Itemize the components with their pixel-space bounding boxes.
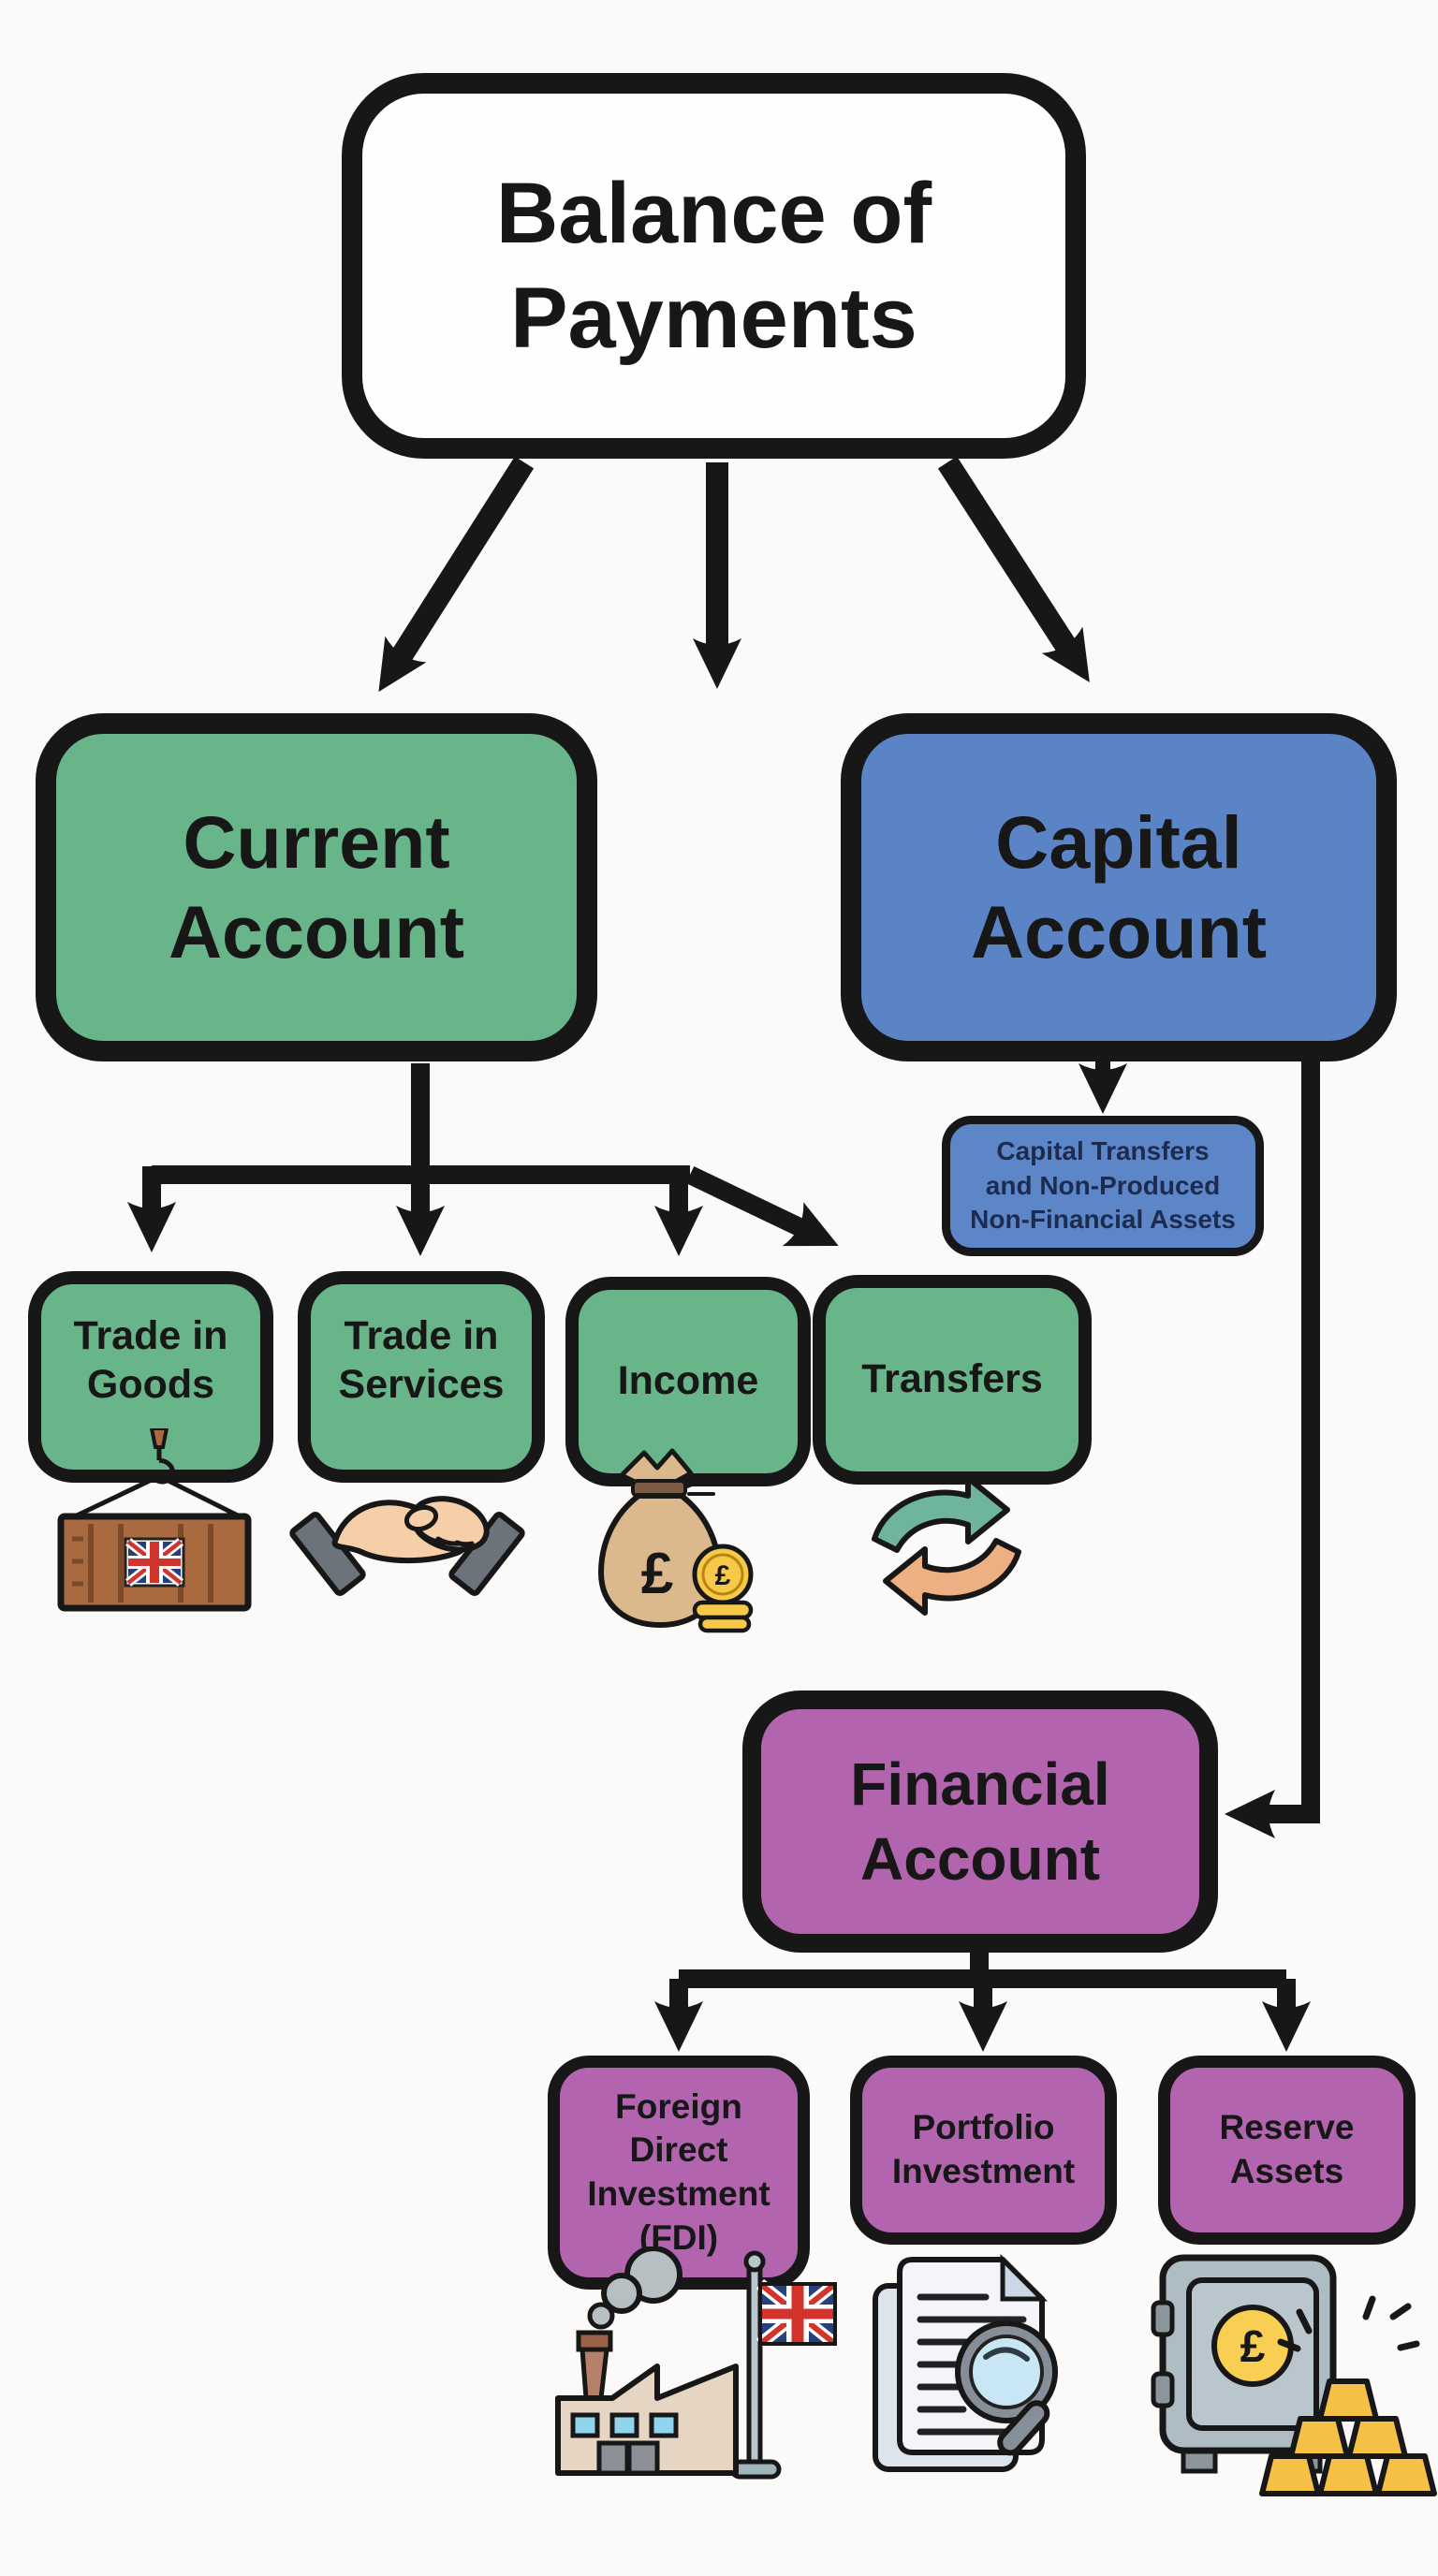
transfer-cycle-arrows-icon bbox=[872, 1475, 1021, 1616]
node-reserve-assets: Reserve Assets bbox=[1158, 2056, 1416, 2245]
connector-bop-to-current bbox=[378, 456, 535, 693]
trade-in-goods-label: Trade in Goods bbox=[73, 1313, 228, 1407]
factory-uk-flag-icon bbox=[555, 2247, 840, 2480]
node-foreign-direct-investment: Foreign Direct Investment (FDI) bbox=[548, 2056, 810, 2290]
node-trade-in-goods: Trade in Goods bbox=[28, 1271, 273, 1483]
handshake-icon bbox=[289, 1496, 525, 1596]
safe-gold-bars-icon: £ bbox=[1151, 2254, 1437, 2496]
svg-text:£: £ bbox=[641, 1542, 673, 1606]
portfolio-investment-label: Portfolio Investment bbox=[891, 2108, 1076, 2190]
node-transfers: Transfers bbox=[813, 1275, 1092, 1485]
gold-bars bbox=[1259, 2378, 1437, 2496]
capital-account-label: Capital Account bbox=[971, 799, 1267, 973]
node-financial-account: Financial Account bbox=[742, 1690, 1218, 1953]
node-capital-transfers: Capital Transfers and Non-Produced Non-F… bbox=[942, 1116, 1264, 1256]
reserve-assets-label: Reserve Assets bbox=[1219, 2108, 1355, 2190]
node-income: Income bbox=[565, 1277, 811, 1486]
svg-text:£: £ bbox=[715, 1560, 731, 1591]
node-capital-account: Capital Account bbox=[841, 713, 1397, 1061]
income-label: Income bbox=[617, 1358, 759, 1404]
balance-of-payments-label: Balance of Payments bbox=[495, 165, 932, 366]
capital-transfers-label: Capital Transfers and Non-Produced Non-F… bbox=[970, 1136, 1236, 1235]
connector-bop-to-capital bbox=[937, 456, 1090, 682]
shipping-container-crane-icon bbox=[57, 1428, 252, 1612]
money-bag-coins-icon: £ £ bbox=[597, 1448, 754, 1633]
union-jack-flag bbox=[124, 1537, 185, 1588]
document-magnifier-icon bbox=[873, 2253, 1058, 2472]
svg-text:£: £ bbox=[1240, 2322, 1266, 2372]
trade-in-services-label: Trade in Services bbox=[338, 1313, 505, 1407]
node-trade-in-services: Trade in Services bbox=[298, 1271, 545, 1483]
node-portfolio-investment: Portfolio Investment bbox=[850, 2056, 1117, 2245]
node-current-account: Current Account bbox=[36, 713, 597, 1061]
union-jack-flag bbox=[756, 2278, 840, 2349]
current-account-label: Current Account bbox=[169, 799, 464, 973]
transfers-label: Transfers bbox=[861, 1356, 1043, 1402]
node-balance-of-payments: Balance of Payments bbox=[342, 73, 1086, 459]
fdi-label: Foreign Direct Investment (FDI) bbox=[587, 2086, 770, 2257]
connector-capital-to-financial bbox=[1225, 1061, 1320, 1838]
connector-to-transfers bbox=[685, 1165, 839, 1247]
financial-account-label: Financial Account bbox=[850, 1750, 1110, 1893]
